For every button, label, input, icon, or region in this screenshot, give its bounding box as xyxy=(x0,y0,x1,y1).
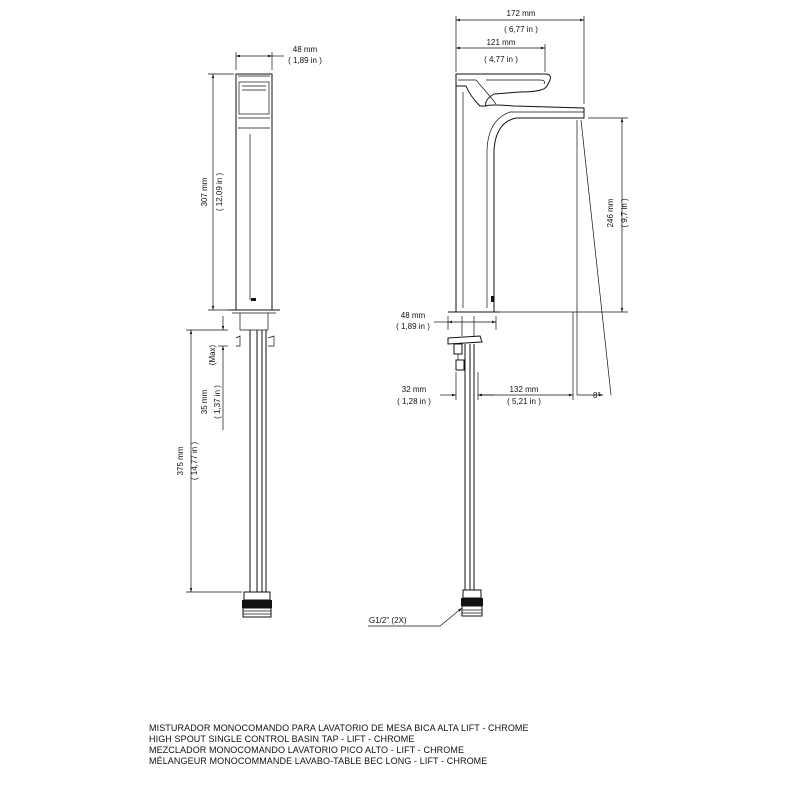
caption-line-en: HIGH SPOUT SINGLE CONTROL BASIN TAP - LI… xyxy=(149,734,415,744)
hose-length-in: ( 14,77 in ) xyxy=(190,442,199,481)
hose-max-mm: 35 mm xyxy=(200,389,209,414)
front-width-mm: 48 mm xyxy=(293,45,318,54)
product-caption: MISTURADOR MONOCOMANDO PARA LAVATORIO DE… xyxy=(149,723,529,767)
caption-line-fr: MÉLANGEUR MONOCOMMANDE LAVABO-TABLE BEC … xyxy=(149,756,488,766)
connection-label: G1/2" (2X) xyxy=(369,616,407,625)
hole-diameter-in: ( 1,28 in ) xyxy=(397,397,431,406)
front-height-mm: 307 mm xyxy=(200,177,209,206)
front-view: 48 mm ( 1,89 in ) 307 mm ( 12,09 in ) 35… xyxy=(176,45,322,618)
front-body xyxy=(235,73,273,311)
handle-width-in: ( 4,77 in ) xyxy=(484,55,518,64)
hose-max-in: ( 1,37 in ) xyxy=(213,385,222,419)
side-hose-fitting xyxy=(461,589,483,617)
caption-line-es: MEZCLADOR MONOCOMANDO LAVATORIO PICO ALT… xyxy=(149,745,465,755)
spout-angle: 8° xyxy=(593,391,601,400)
base-diameter-in: ( 1,89 in ) xyxy=(396,322,430,331)
spout-reach-in: ( 5,21 in ) xyxy=(507,397,541,406)
caption-line-pt: MISTURADOR MONOCOMANDO PARA LAVATORIO DE… xyxy=(149,723,529,733)
side-handle xyxy=(455,73,551,107)
hose-max-note: (Max) xyxy=(208,344,217,365)
side-view: 172 mm ( 6,77 in ) 121 mm ( 4,77 in ) 24… xyxy=(368,9,629,627)
spout-reach-mm: 132 mm xyxy=(510,385,539,394)
front-width-in: ( 1,89 in ) xyxy=(288,56,322,65)
spout-height-in: ( 9,7 in ) xyxy=(620,198,629,228)
technical-drawing: 48 mm ( 1,89 in ) 307 mm ( 12,09 in ) 35… xyxy=(176,9,629,627)
base-diameter-mm: 48 mm xyxy=(401,311,426,320)
spout-height-mm: 246 mm xyxy=(606,198,615,227)
handle-width-mm: 121 mm xyxy=(487,38,516,47)
hose-length-mm: 375 mm xyxy=(176,446,185,475)
side-body-spout xyxy=(455,86,585,313)
front-height-in: ( 12,09 in ) xyxy=(215,173,224,212)
overall-width-mm: 172 mm xyxy=(507,9,536,18)
hole-diameter-mm: 32 mm xyxy=(402,385,427,394)
overall-width-in: ( 6,77 in ) xyxy=(504,25,538,34)
front-hose-fitting xyxy=(242,591,272,618)
